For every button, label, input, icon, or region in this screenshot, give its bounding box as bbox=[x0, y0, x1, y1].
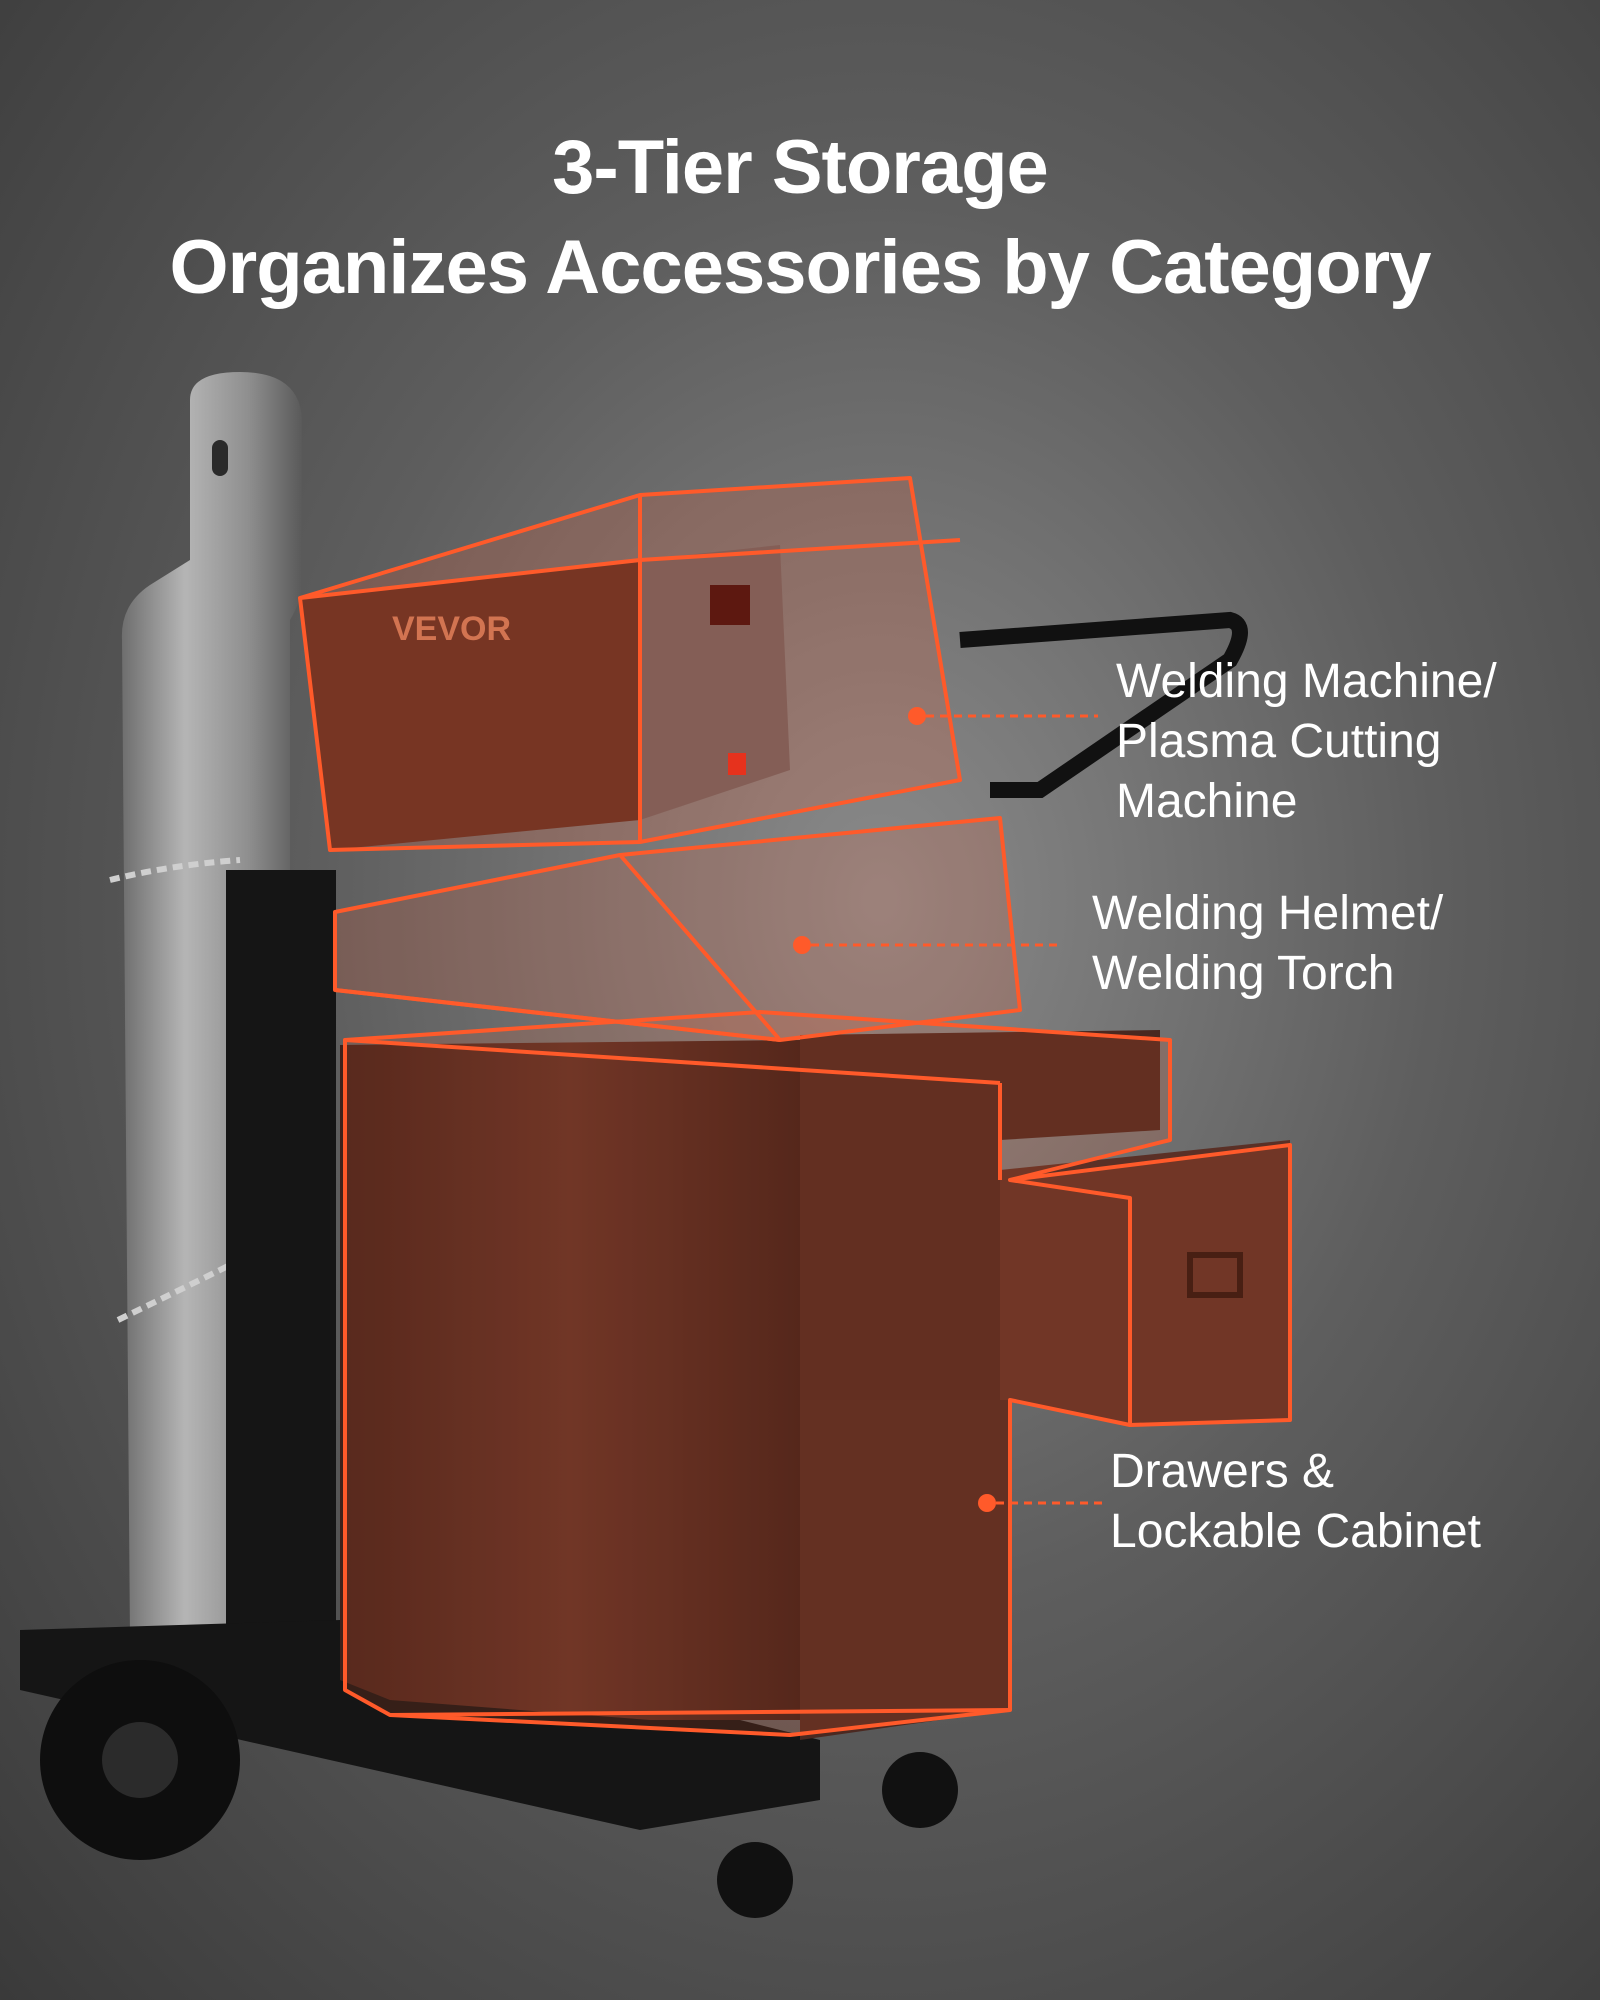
tier-3-marker bbox=[978, 1494, 996, 1512]
tier-1-highlight bbox=[298, 476, 962, 852]
callout-tier-1-line-3: Machine bbox=[1116, 775, 1298, 828]
callout-tier-3-line-1: Drawers & bbox=[1110, 1445, 1335, 1498]
cylinder-chain-top bbox=[109, 857, 241, 883]
callout-tier-1-line-1: Welding Machine/ bbox=[1116, 655, 1497, 708]
callout-tier-3-line-2: Lockable Cabinet bbox=[1110, 1505, 1481, 1558]
tier-1-marker bbox=[908, 707, 926, 725]
caster-wheel-right bbox=[882, 1752, 958, 1828]
machine-display bbox=[710, 585, 750, 625]
open-drawer bbox=[1000, 1140, 1290, 1425]
callout-tier-1-line-2: Plasma Cutting bbox=[1116, 715, 1442, 768]
headline-line-2: Organizes Accessories by Category bbox=[169, 225, 1432, 310]
callout-tier-2: Welding Helmet/ Welding Torch bbox=[1092, 884, 1443, 1004]
machine-brand-logo: VEVOR bbox=[392, 610, 511, 648]
welding-machine: VEVOR bbox=[300, 545, 790, 850]
tier-3-highlight bbox=[343, 1010, 1292, 1737]
cylinder-valve-hole bbox=[212, 440, 228, 476]
headline: 3-Tier Storage Organizes Accessories by … bbox=[0, 118, 1600, 318]
power-switch bbox=[728, 753, 746, 775]
cart-cabinet bbox=[340, 1030, 1290, 1740]
tier-2-marker bbox=[793, 936, 811, 954]
cart-frame bbox=[20, 611, 1248, 1918]
caster-wheel-front bbox=[717, 1842, 793, 1918]
callout-tier-2-line-2: Welding Torch bbox=[1092, 947, 1395, 1000]
callout-tier-2-line-1: Welding Helmet/ bbox=[1092, 887, 1444, 940]
callout-leaders bbox=[793, 707, 1107, 1512]
lockable-cabinet-door bbox=[800, 1400, 1010, 1740]
drawer-handle bbox=[1187, 1252, 1243, 1298]
tier-2-highlight bbox=[333, 816, 1022, 1042]
cart-handle bbox=[959, 611, 1248, 798]
callout-tier-3: Drawers & Lockable Cabinet bbox=[1110, 1442, 1481, 1562]
headline-line-1: 3-Tier Storage bbox=[552, 125, 1049, 210]
callout-tier-1: Welding Machine/ Plasma Cutting Machine bbox=[1116, 652, 1497, 832]
